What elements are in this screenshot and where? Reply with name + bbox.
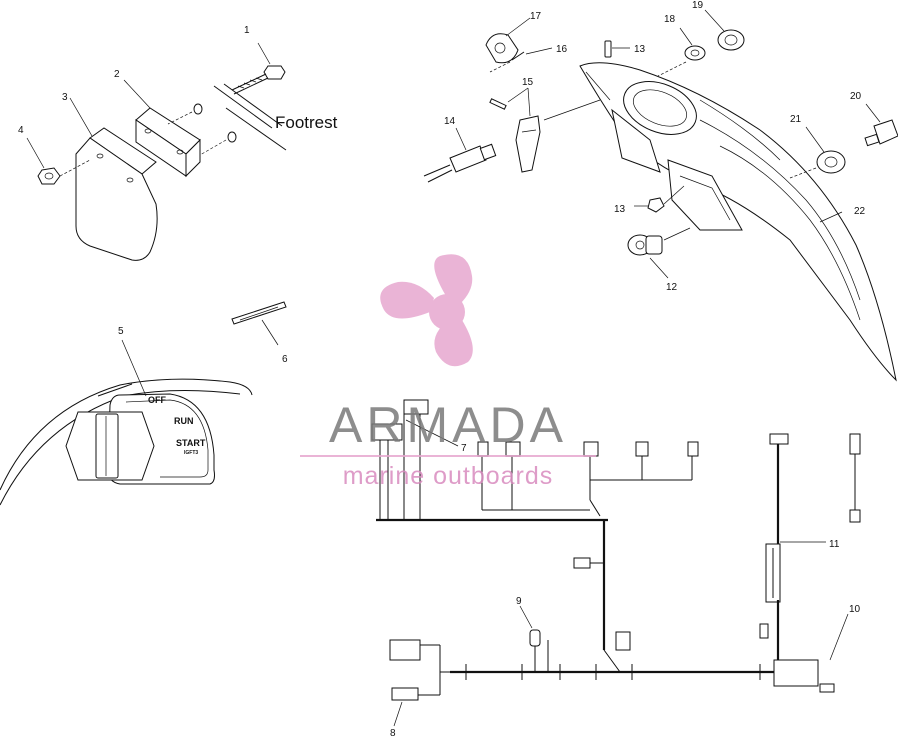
- callout-13-top: 13: [634, 44, 646, 55]
- callout-20: 20: [850, 91, 862, 102]
- callout-1: 1: [244, 25, 250, 36]
- callout-5: 5: [118, 326, 124, 337]
- washer-upper: [193, 103, 203, 115]
- callout-12: 12: [666, 282, 678, 293]
- callout-21: 21: [790, 114, 802, 125]
- callout-16: 16: [556, 44, 568, 55]
- spacer-plate-part-2: [123, 79, 201, 178]
- callout-17: 17: [530, 11, 542, 22]
- switch-start-label: START: [176, 438, 206, 448]
- screw-part-13-mid: [634, 185, 685, 213]
- footrest-label: Footrest: [275, 113, 338, 132]
- callout-8: 8: [390, 728, 396, 736]
- ignition-switch-panel: [0, 339, 253, 506]
- bolt-part-1: [231, 42, 286, 95]
- connector-part-12: [627, 227, 691, 279]
- switch-off-label: OFF: [148, 395, 166, 405]
- nut-part-4: [26, 137, 91, 185]
- propeller-logo-icon: [380, 254, 473, 367]
- wire-harness: [371, 399, 861, 727]
- grommet-part-21: [789, 126, 846, 179]
- lever-part-15: [489, 87, 601, 173]
- callout-18: 18: [664, 14, 676, 25]
- washer-part-18: [657, 27, 706, 77]
- callout-19: 19: [692, 0, 704, 11]
- callout-3: 3: [62, 92, 68, 103]
- clip-part-17: [485, 17, 531, 64]
- footrest-bracket-assembly: [26, 42, 287, 261]
- switch-start-sub-label: IGFT3: [184, 450, 198, 456]
- callout-11: 11: [829, 539, 840, 550]
- callout-15: 15: [522, 77, 534, 88]
- pin-part-16: [489, 47, 553, 73]
- watermark-title: ARMADA: [329, 397, 567, 453]
- callout-9: 9: [516, 596, 522, 607]
- watermark-subtitle: marine outboards: [343, 462, 554, 490]
- screw-part-13-top: [604, 40, 630, 58]
- cable-strap-part-6: [231, 301, 287, 346]
- callout-2: 2: [114, 69, 120, 80]
- callout-4: 4: [18, 125, 24, 136]
- callout-13-mid: 13: [614, 204, 626, 215]
- switch-plug-part-14: [423, 127, 497, 183]
- armada-watermark: ARMADA marine outboards: [300, 254, 596, 490]
- callout-14: 14: [444, 116, 456, 127]
- callout-22: 22: [854, 206, 866, 217]
- callout-6: 6: [282, 354, 288, 365]
- washer-lower: [227, 131, 237, 143]
- footrest-edge: [213, 83, 287, 151]
- grommet-part-19: [704, 9, 745, 51]
- switch-run-label: RUN: [174, 416, 194, 426]
- footrest-pad-part-3: [69, 97, 158, 261]
- handlebar-switch-housing: [579, 62, 897, 382]
- callout-7: 7: [461, 443, 467, 454]
- callout-10: 10: [849, 604, 861, 615]
- key-part-20: [864, 103, 898, 147]
